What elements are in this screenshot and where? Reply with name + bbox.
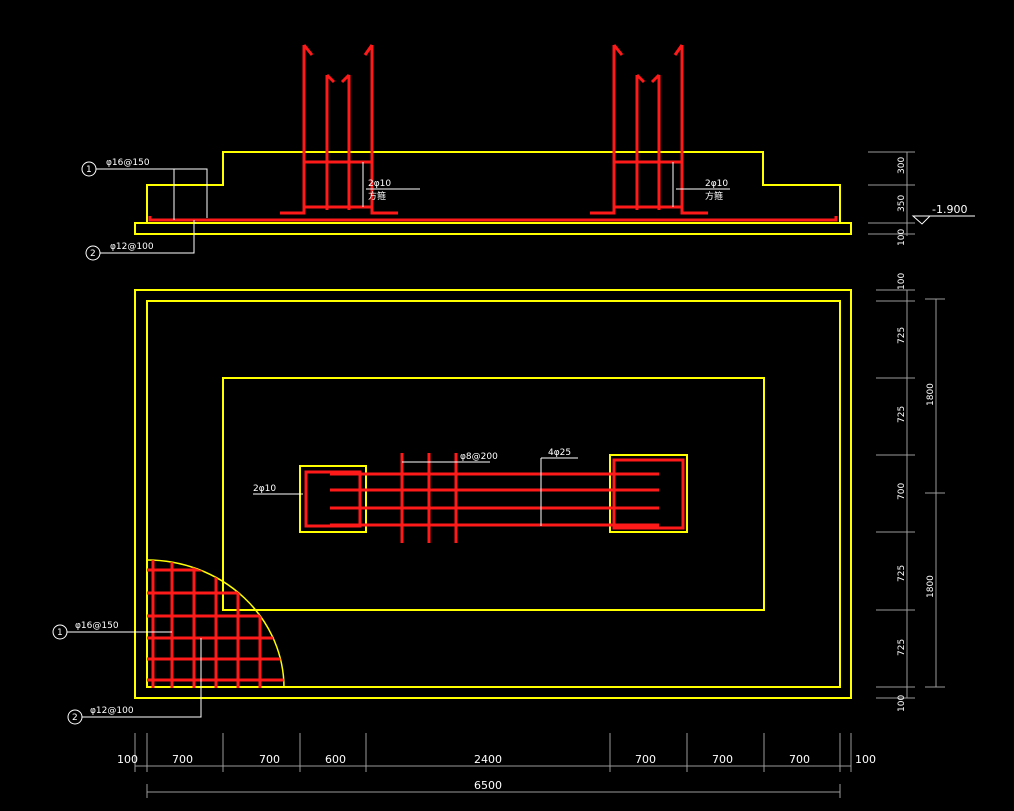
svg-text:700: 700 xyxy=(897,483,907,500)
right-column xyxy=(609,454,688,533)
callout-1-section: 1 φ16@150 xyxy=(81,158,208,220)
plan-inner-outline xyxy=(146,300,841,688)
svg-text:100: 100 xyxy=(117,753,138,766)
svg-text:1: 1 xyxy=(57,628,63,638)
stirrup-label-left: 2φ10 方箍 xyxy=(362,162,420,207)
svg-text:100: 100 xyxy=(897,229,907,246)
svg-text:1800: 1800 xyxy=(926,383,936,406)
right-column-tie xyxy=(612,458,685,530)
foundation-section-view: 2φ10 方箍 2φ10 方箍 1 φ16@150 2 φ12@100 300 … xyxy=(81,44,975,261)
callout-1-plan: 1 φ16@150 xyxy=(52,621,172,640)
svg-text:100: 100 xyxy=(897,695,907,712)
section-vertical-dimensions: 300 350 100 xyxy=(868,151,915,246)
svg-text:2: 2 xyxy=(90,249,96,259)
svg-text:700: 700 xyxy=(259,753,280,766)
svg-text:4φ25: 4φ25 xyxy=(548,448,571,458)
svg-text:φ12@100: φ12@100 xyxy=(110,242,154,252)
foundation-outline xyxy=(146,151,841,223)
svg-text:φ16@150: φ16@150 xyxy=(106,158,150,168)
svg-text:700: 700 xyxy=(172,753,193,766)
svg-text:1800: 1800 xyxy=(926,575,936,598)
foundation-plan-view: 2φ10 φ8@200 4φ25 1 φ16@150 2 xyxy=(52,273,945,798)
svg-text:方箍: 方箍 xyxy=(705,190,723,202)
svg-text:2: 2 xyxy=(72,713,78,723)
svg-text:φ8@200: φ8@200 xyxy=(460,452,498,462)
plan-outer-outline xyxy=(134,289,852,699)
svg-text:2400: 2400 xyxy=(474,753,502,766)
right-column-rebars xyxy=(590,44,708,215)
svg-text:φ16@150: φ16@150 xyxy=(75,621,119,631)
svg-text:2φ10: 2φ10 xyxy=(253,484,276,494)
quarter-rebar-detail xyxy=(146,559,285,689)
svg-text:725: 725 xyxy=(897,406,907,423)
plan-step-outline xyxy=(222,377,765,611)
svg-text:方箍: 方箍 xyxy=(368,190,386,202)
plan-bottom-dimensions: 100 700 700 600 2400 700 700 700 100 650… xyxy=(117,733,876,798)
left-column-rebars xyxy=(280,44,398,215)
svg-text:600: 600 xyxy=(325,753,346,766)
label-4phi25: 4φ25 xyxy=(540,448,578,526)
callout-2-section: 2 φ12@100 xyxy=(85,220,195,261)
svg-text:700: 700 xyxy=(635,753,656,766)
svg-text:725: 725 xyxy=(897,639,907,656)
tie-beam-longitudinal-bars xyxy=(330,472,659,527)
label-phi8-spacing: φ8@200 xyxy=(402,452,498,463)
svg-text:700: 700 xyxy=(712,753,733,766)
elevation-marker: -1.900 xyxy=(911,203,975,225)
svg-text:725: 725 xyxy=(897,565,907,582)
svg-text:2φ10: 2φ10 xyxy=(368,179,391,189)
left-column-tie xyxy=(304,470,362,528)
svg-text:6500: 6500 xyxy=(474,779,502,792)
bottom-rebar xyxy=(148,216,838,222)
svg-text:1: 1 xyxy=(86,165,92,175)
blinding-layer xyxy=(134,222,852,235)
plan-right-dimensions: 100 725 725 700 725 725 100 1800 1800 xyxy=(876,273,945,712)
label-2phi10: 2φ10 xyxy=(253,484,303,495)
svg-text:φ12@100: φ12@100 xyxy=(90,706,134,716)
left-column xyxy=(299,465,367,533)
svg-text:725: 725 xyxy=(897,327,907,344)
callout-2-plan: 2 φ12@100 xyxy=(67,638,202,725)
svg-text:300: 300 xyxy=(897,157,907,174)
svg-text:700: 700 xyxy=(789,753,810,766)
stirrup-label-right: 2φ10 方箍 xyxy=(672,162,730,207)
svg-text:100: 100 xyxy=(897,273,907,290)
tie-beam-stirrups xyxy=(400,453,458,543)
svg-text:-1.900: -1.900 xyxy=(932,203,967,216)
svg-text:2φ10: 2φ10 xyxy=(705,179,728,189)
svg-text:350: 350 xyxy=(897,195,907,212)
svg-text:100: 100 xyxy=(855,753,876,766)
